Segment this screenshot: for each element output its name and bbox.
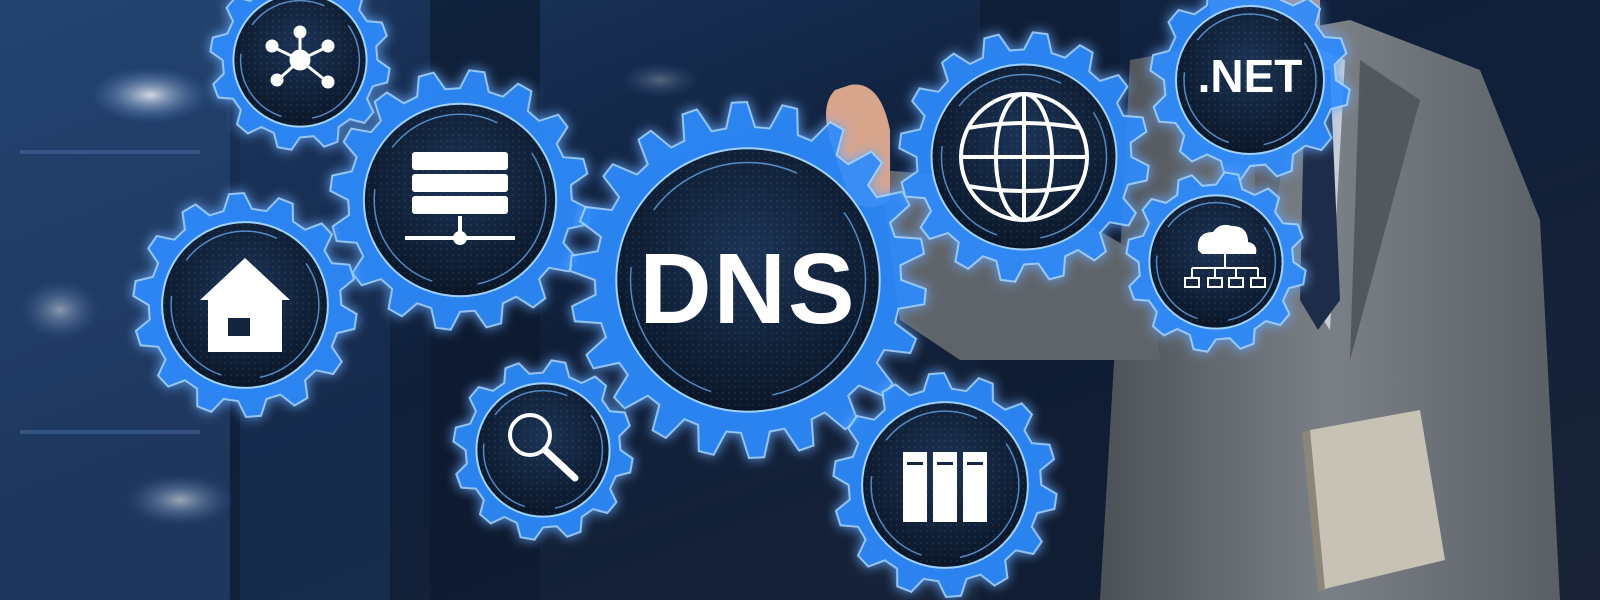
gear-dotnet-badge — [1149, 0, 1351, 181]
home-icon — [200, 258, 290, 352]
globe-icon — [959, 92, 1089, 222]
cloud-network-icon — [1184, 224, 1266, 288]
dns-title: DNS — [639, 233, 856, 345]
dotnet-badge: .NET — [1198, 50, 1303, 102]
gear-cloud-network-icon — [1125, 171, 1307, 353]
server-stack-icon — [405, 152, 515, 245]
server-rack-icon — [903, 452, 987, 522]
magnifier-icon — [508, 413, 579, 482]
gear-dns-main — [569, 100, 927, 460]
network-nodes-icon — [265, 25, 335, 89]
